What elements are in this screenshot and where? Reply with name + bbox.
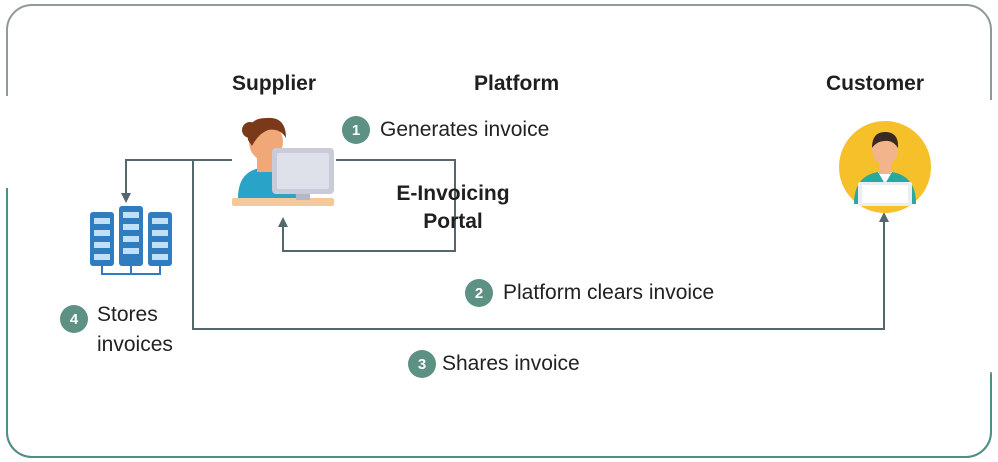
arrow-to-customer <box>192 160 889 330</box>
customer-avatar-icon <box>839 121 931 213</box>
step-4-label-line-1: Stores <box>97 303 158 326</box>
step-number-badge: 4 <box>60 305 88 333</box>
step-1: 1 Generates invoice <box>342 116 549 144</box>
step-number-badge: 1 <box>342 116 370 144</box>
step-label: Generates invoice <box>380 118 550 141</box>
person-at-computer-icon <box>232 117 334 206</box>
portal-line-2: Portal <box>423 210 483 233</box>
supplier-heading: Supplier <box>232 72 317 95</box>
step-2: 2 Platform clears invoice <box>465 279 714 307</box>
frame-accent <box>6 184 992 458</box>
step-number-badge: 2 <box>465 279 493 307</box>
e-invoicing-portal-label: E-Invoicing Portal <box>370 180 536 236</box>
step-label: Platform clears invoice <box>503 281 715 304</box>
step-number-badge: 3 <box>408 350 436 378</box>
step-label: Shares invoice <box>442 352 580 375</box>
step-4: 4 <box>60 305 98 333</box>
frame-accent-right <box>6 374 992 458</box>
platform-heading: Platform <box>474 72 560 95</box>
step-4-label: Stores invoices <box>97 300 173 360</box>
frame-gap-left <box>2 96 12 188</box>
arrow-portal-loop <box>278 159 456 252</box>
frame-gap-right <box>986 100 996 372</box>
portal-line-1: E-Invoicing <box>396 182 510 205</box>
step-4-label-line-2: invoices <box>97 333 173 356</box>
step-3: 3 Shares invoice <box>408 350 580 378</box>
customer-heading: Customer <box>826 72 925 95</box>
arrow-to-storage <box>121 159 232 203</box>
server-rack-icon <box>90 206 172 275</box>
